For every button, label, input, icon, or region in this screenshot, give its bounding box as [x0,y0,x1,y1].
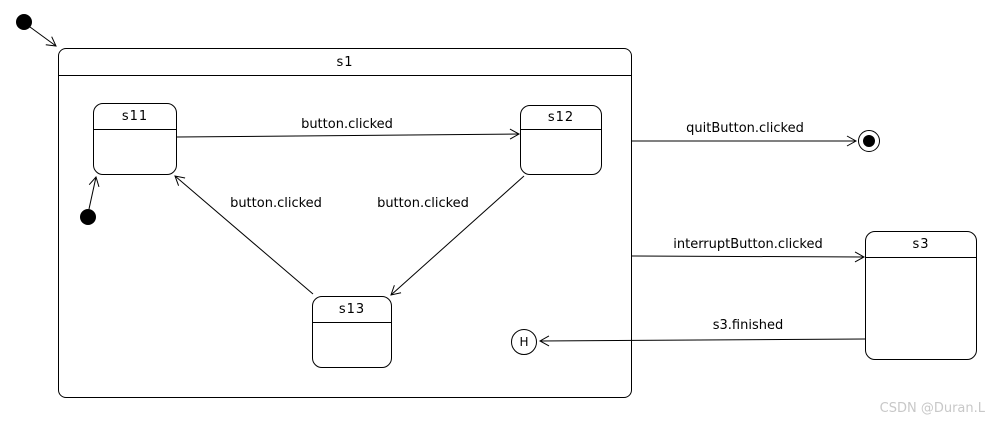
transition-label-s13-to-s11: button.clicked [230,196,322,211]
transition-s1-to-s3 [631,251,866,263]
final-state-icon [858,130,880,152]
state-s13: s13 [312,296,392,368]
initial-state-icon [16,14,32,30]
state-s12-title: s12 [521,106,601,130]
transition-label-s3-to-history: s3.finished [712,318,784,333]
watermark-text: CSDN @Duran.L [879,401,985,416]
state-s3-title: s3 [866,232,976,258]
state-s3: s3 [865,231,977,360]
final-state-inner-dot [863,135,875,147]
state-s11-title: s11 [94,104,176,130]
transition-label-s11-to-s12: button.clicked [301,117,393,132]
state-s1-title: s1 [59,49,631,76]
transition-label-s12-to-s13: button.clicked [377,196,469,211]
state-s12: s12 [520,105,602,175]
history-state-icon: H [511,329,537,355]
transition-initial-to-s1 [29,26,57,47]
state-s11: s11 [93,103,177,175]
transition-label-s1-to-final: quitButton.clicked [686,121,804,136]
transition-label-s1-to-s3: interruptButton.clicked [673,237,823,252]
initial-state-s1-icon [80,209,96,225]
state-s13-title: s13 [313,297,391,323]
